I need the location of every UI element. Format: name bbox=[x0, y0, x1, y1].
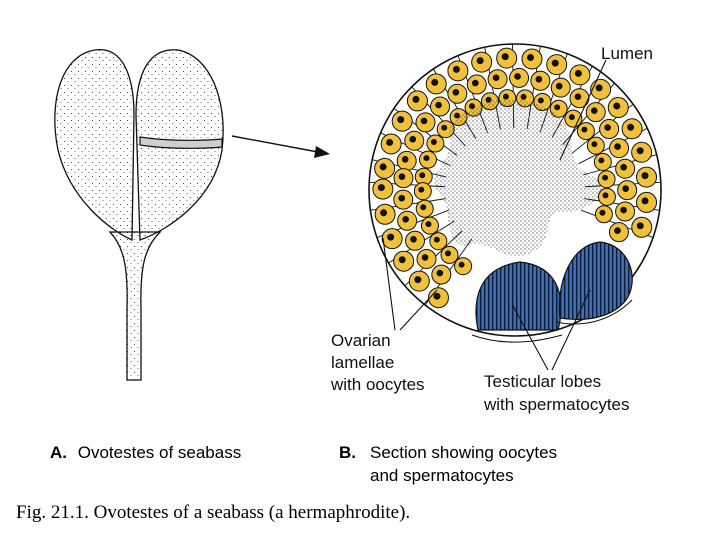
oocyte-nucleus bbox=[476, 57, 484, 65]
label-ovarian-line-3: with oocytes bbox=[330, 375, 425, 394]
oocyte-nucleus bbox=[627, 123, 635, 131]
oocyte-nucleus bbox=[622, 185, 629, 192]
oocyte-nucleus bbox=[412, 95, 420, 103]
oocyte-nucleus bbox=[595, 84, 603, 92]
oocyte-nucleus bbox=[614, 227, 621, 234]
oocyte-nucleus bbox=[555, 82, 563, 90]
panel-a-letter: A. bbox=[50, 443, 67, 462]
oocyte-nucleus bbox=[574, 93, 582, 101]
oocyte-nucleus bbox=[614, 143, 621, 150]
panel-b-line-1: Section showing oocytes bbox=[370, 443, 557, 462]
oocyte-nucleus bbox=[591, 141, 598, 148]
oocyte-nucleus bbox=[435, 101, 442, 109]
oocyte-nucleus bbox=[419, 172, 426, 179]
oocyte-nucleus bbox=[492, 74, 500, 82]
oocyte-nucleus bbox=[602, 192, 609, 199]
oocyte-nucleus bbox=[514, 73, 521, 80]
label-ovarian-line-1: Ovarian bbox=[331, 331, 391, 350]
ovarian-lamellae bbox=[369, 44, 661, 309]
oocyte-nucleus bbox=[433, 236, 440, 243]
oocyte-nucleus bbox=[380, 209, 388, 217]
oocyte-nucleus bbox=[431, 78, 439, 86]
oocyte-nucleus bbox=[568, 114, 575, 121]
oocyte-nucleus bbox=[535, 75, 543, 83]
oocyte-nucleus bbox=[402, 215, 409, 223]
panel-b-caption: B. Section showing oocytes and spermatoc… bbox=[339, 443, 562, 485]
oocyte-nucleus bbox=[420, 117, 428, 125]
panel-a-text: Ovotestes of seabass bbox=[78, 443, 241, 462]
oocyte-nucleus bbox=[423, 155, 430, 162]
oocyte-nucleus bbox=[590, 107, 598, 115]
oocyte-nucleus bbox=[641, 197, 649, 205]
oocyte-nucleus bbox=[537, 97, 544, 104]
oocyte-nucleus bbox=[430, 139, 437, 146]
label-testicular-line-1: Testicular lobes bbox=[484, 372, 601, 391]
ovotestes-drawing bbox=[54, 49, 224, 381]
oocyte-nucleus bbox=[502, 93, 509, 100]
oocyte-nucleus bbox=[398, 194, 406, 202]
oocyte-nucleus bbox=[452, 88, 460, 96]
oocyte-nucleus bbox=[418, 186, 425, 193]
testicular-lobe-right bbox=[558, 241, 633, 321]
oocyte-nucleus bbox=[414, 276, 422, 284]
oocyte-nucleus bbox=[598, 157, 605, 164]
oocyte-nucleus bbox=[433, 292, 441, 300]
oocyte-nucleus bbox=[410, 235, 417, 243]
oocyte-nucleus bbox=[397, 116, 405, 124]
oocyte-nucleus bbox=[469, 103, 476, 110]
oocyte-nucleus bbox=[520, 93, 527, 100]
oocyte-nucleus bbox=[445, 250, 451, 257]
figure-caption: Fig. 21.1. Ovotestes of a seabass (a her… bbox=[16, 502, 410, 523]
oocyte-nucleus bbox=[599, 209, 606, 216]
oocyte-nucleus bbox=[471, 79, 479, 87]
panel-a-caption: A. Ovotestes of seabass bbox=[50, 443, 241, 462]
oocyte-nucleus bbox=[441, 124, 448, 131]
label-testicular-line-2: with spermatocytes bbox=[483, 395, 630, 414]
oocyte-nucleus bbox=[398, 173, 406, 180]
oocyte-nucleus bbox=[436, 269, 444, 277]
oocyte-nucleus bbox=[377, 184, 385, 192]
oocyte-nucleus bbox=[636, 222, 644, 230]
cut-plane bbox=[139, 136, 223, 149]
oocyte-nucleus bbox=[613, 102, 621, 110]
oocyte-nucleus bbox=[620, 163, 627, 171]
oocyte-nucleus bbox=[581, 126, 588, 133]
arrow-icon bbox=[231, 135, 330, 158]
gonoduct bbox=[108, 231, 162, 381]
oocyte-nucleus bbox=[458, 261, 465, 268]
oocyte-nucleus bbox=[379, 163, 387, 171]
panel-b-letter: B. bbox=[339, 443, 356, 462]
oocyte-nucleus bbox=[636, 147, 644, 155]
oocyte-nucleus bbox=[620, 206, 627, 214]
oocyte-nucleus bbox=[425, 221, 432, 228]
oocyte-nucleus bbox=[602, 174, 609, 181]
oocyte-nucleus bbox=[421, 254, 429, 261]
oocyte-nucleus bbox=[386, 138, 394, 146]
oocyte-nucleus bbox=[452, 65, 460, 73]
oocyte-nucleus bbox=[641, 172, 649, 180]
leader-lines bbox=[382, 59, 607, 371]
oocyte-nucleus bbox=[604, 124, 611, 131]
panel-b-line-2: and spermatocytes bbox=[370, 466, 514, 485]
oocyte-nucleus bbox=[554, 104, 561, 111]
testicular-lobes bbox=[471, 241, 633, 343]
oocyte-nucleus bbox=[501, 53, 509, 61]
label-ovarian-line-2: lamellae bbox=[331, 353, 394, 372]
oocyte-nucleus bbox=[420, 204, 427, 211]
oocyte-nucleus bbox=[387, 233, 395, 241]
label-ovarian-lamellae: Ovarian lamellae with oocytes bbox=[330, 331, 425, 394]
lumen bbox=[433, 99, 602, 257]
oocyte-nucleus bbox=[527, 53, 535, 61]
left-gonad-lobe bbox=[54, 49, 135, 242]
oocyte-nucleus bbox=[398, 256, 406, 264]
cross-section bbox=[368, 43, 662, 343]
oocyte-nucleus bbox=[574, 69, 582, 77]
label-lumen: Lumen bbox=[601, 44, 653, 63]
oocyte-nucleus bbox=[551, 59, 559, 67]
label-testicular-lobes: Testicular lobes with spermatocytes bbox=[483, 372, 630, 414]
oocyte-nucleus bbox=[409, 135, 417, 143]
oocyte-nucleus bbox=[401, 156, 409, 163]
